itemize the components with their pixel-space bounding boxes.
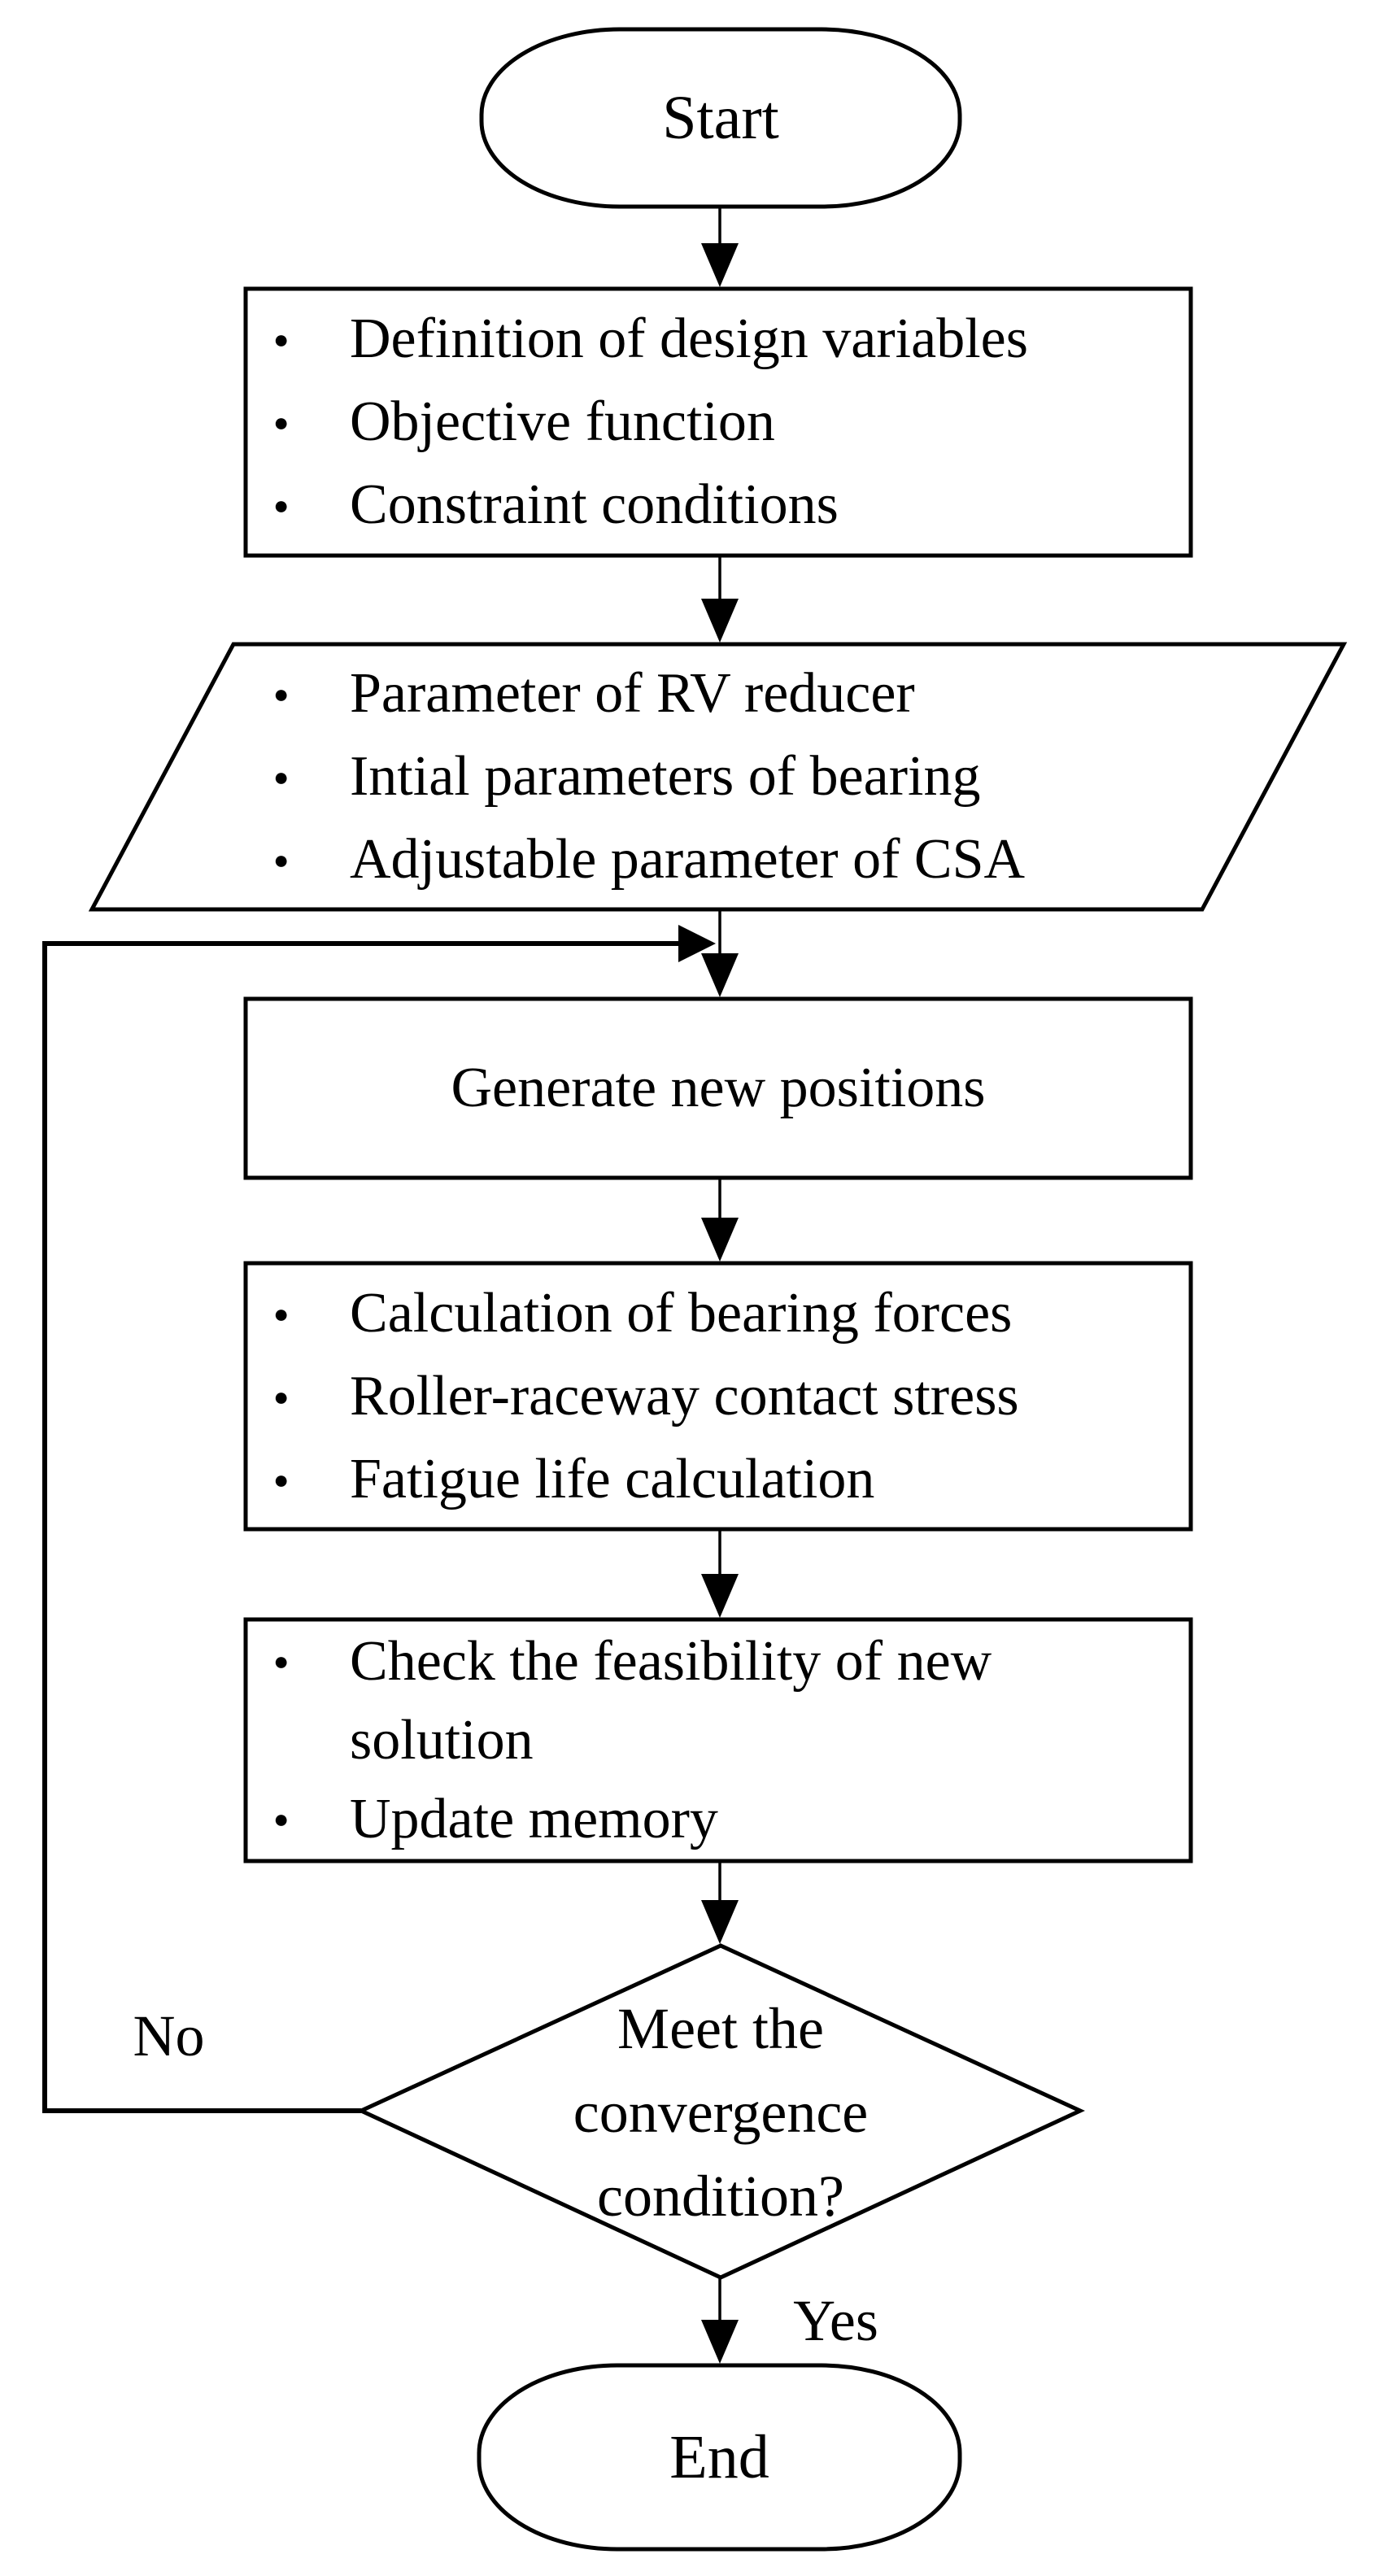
yes-edge-label: Yes [793, 2288, 878, 2353]
setup-item: Objective function [268, 381, 1179, 464]
arrowhead-loop-junction [678, 925, 716, 962]
inputs-item: Intial parameters of bearing [268, 735, 1293, 818]
arrowhead-decision-to-end [701, 2320, 739, 2364]
arrowhead-inputs-to-generate [701, 953, 739, 997]
evaluate-item: Calculation of bearing forces [268, 1272, 1179, 1355]
check-item: Check the feasibility of new solution [268, 1622, 1147, 1780]
loop-edge-no-path [42, 941, 680, 2113]
start-node-label: Start [662, 83, 779, 152]
decision-node-label: Meet the convergence condition? [517, 1982, 924, 2243]
decision-line: Meet the [617, 1995, 824, 2061]
generate-node-label: Generate new positions [451, 1057, 986, 1120]
start-terminator-shape [479, 27, 962, 209]
end-terminator-shape [477, 2363, 962, 2552]
evaluate-item: Roller-raceway contact stress [268, 1355, 1179, 1438]
setup-bullet-list: Definition of design variables Objective… [268, 289, 1179, 556]
end-node-label: End [669, 2422, 769, 2491]
generate-process-shape [243, 996, 1193, 1180]
inputs-item: Parameter of RV reducer [268, 652, 1293, 735]
setup-item: Definition of design variables [268, 298, 1179, 381]
arrowhead-evaluate-to-check [701, 1574, 739, 1618]
check-item: Update memory [268, 1780, 1147, 1859]
decision-line: condition? [597, 2163, 844, 2229]
inputs-bullet-list: Parameter of RV reducer Intial parameter… [268, 644, 1293, 909]
evaluate-item: Fatigue life calculation [268, 1438, 1179, 1521]
decision-line: convergence [573, 2079, 869, 2145]
check-bullet-list: Check the feasibility of new solution Up… [268, 1619, 1147, 1861]
arrowhead-generate-to-evaluate [701, 1218, 739, 1262]
inputs-item: Adjustable parameter of CSA [268, 818, 1293, 901]
arrowhead-setup-to-inputs [701, 599, 739, 643]
setup-item: Constraint conditions [268, 464, 1179, 547]
decision-diamond-shape [356, 1943, 1085, 2280]
arrowhead-check-to-decision [701, 1900, 739, 1944]
no-edge-label: No [133, 2003, 205, 2068]
evaluate-bullet-list: Calculation of bearing forces Roller-rac… [268, 1263, 1179, 1529]
arrowhead-start-to-setup [701, 243, 739, 287]
